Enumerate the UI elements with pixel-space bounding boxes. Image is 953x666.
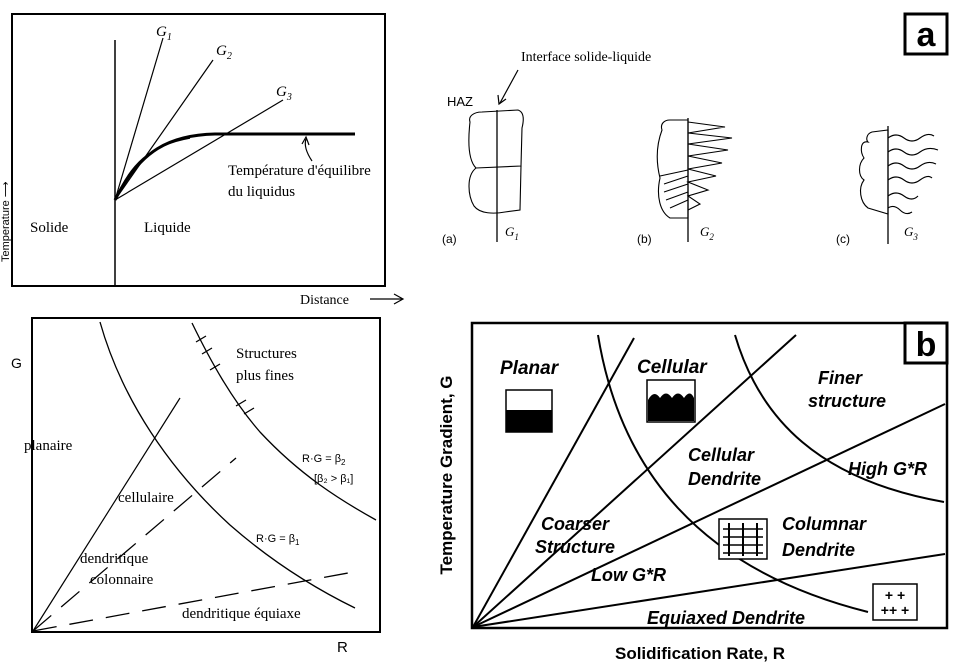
beta2-equation: R·G = β2	[302, 453, 346, 467]
planar-grain-bottom	[468, 165, 522, 214]
temperature-axis-label: Temperature ⟶	[0, 181, 12, 262]
liquide-label: Liquide	[144, 220, 191, 236]
dendrite-2	[887, 147, 939, 156]
svg-text:+ +: + +	[885, 587, 905, 603]
g-r-map-english: b Temperature Gradient, G Solidification…	[437, 321, 949, 663]
morph-g2-label: G2	[700, 224, 714, 242]
distance-axis-label: Distance	[300, 293, 349, 308]
dendritique-label-line2: colonnaire	[90, 572, 154, 588]
cellular-label: Cellular	[637, 357, 708, 378]
curve-low-gr	[597, 334, 869, 613]
distance-arrow-head	[393, 293, 405, 305]
columnar-dendrite-line2: Dendrite	[782, 540, 855, 560]
cellular-dendritic-boundary	[32, 457, 237, 632]
cellular-hatch	[663, 175, 689, 209]
french-map-frame	[31, 317, 381, 633]
planar-grain-top	[468, 109, 524, 169]
dendritic-grain-outline	[858, 129, 889, 215]
interface-label: Interface solide-liquide	[521, 50, 651, 65]
beta1-curve	[99, 321, 356, 609]
beta2-condition: [β₂ > β₁]	[314, 473, 353, 485]
cellular-spikes	[686, 121, 733, 211]
coarser-structure-line1: Coarser	[541, 514, 610, 534]
morph-b-label: (b)	[637, 232, 652, 246]
temperature-plot-frame	[11, 13, 386, 287]
cellular-icon	[646, 379, 696, 423]
morph-a-label: (a)	[442, 232, 457, 246]
english-map-frame	[470, 321, 949, 630]
cellular-dendrite-line2: Dendrite	[688, 469, 761, 489]
liquidus-label-line2: du liquidus	[228, 184, 295, 200]
equiaxe-label: dendritique équiaxe	[182, 606, 301, 622]
interface-pointer-head	[497, 94, 507, 106]
g1-label: G1	[156, 24, 172, 43]
panel-a-label: a	[917, 16, 937, 54]
liquidus-pointer-head	[301, 135, 310, 146]
coarser-structure-line2: Structure	[535, 537, 615, 557]
planaire-label: planaire	[24, 438, 73, 454]
dendrite-5	[887, 192, 919, 200]
dendrite-3	[887, 161, 937, 170]
g3-label: G3	[276, 84, 292, 103]
panel-a-badge	[903, 12, 949, 56]
interface-pointer	[499, 69, 519, 104]
haz-label: HAZ	[447, 94, 473, 109]
temperature-distance-diagram: G1 G2 G3 Température d'équilibre du liqu…	[0, 13, 405, 308]
dendrite-4	[887, 175, 933, 184]
structures-label-line1: Structures	[236, 346, 297, 362]
planar-label: Planar	[500, 358, 560, 379]
high-gr-label: High G*R	[848, 459, 927, 479]
beta2-curve	[191, 322, 377, 521]
solidification-rate-axis-label: Solidification Rate, R	[615, 644, 785, 663]
columnar-equiaxed-boundary	[32, 572, 349, 632]
interface-morphology-diagram: a Interface solide-liquide HAZ (a) G1 (b…	[442, 12, 949, 246]
planar-icon	[505, 389, 553, 433]
cellular-grain-divider	[659, 169, 689, 177]
temperature-gradient-axis-label: Temperature Gradient, G	[437, 375, 456, 574]
svg-text:++ +: ++ +	[881, 602, 909, 618]
liquidus-curve-inner	[114, 137, 191, 201]
morph-c-label: (c)	[836, 232, 850, 246]
gradient-line-g3	[114, 99, 284, 201]
equiaxed-icon: + + ++ +	[872, 583, 918, 621]
finer-structure-line1: Finer	[818, 368, 863, 388]
finer-structure-line2: structure	[808, 391, 886, 411]
french-r-axis-label: R	[337, 639, 348, 656]
morph-g1-label: G1	[505, 224, 519, 242]
line-high-gr	[472, 403, 946, 628]
g-r-map-french: G R Structures plus fines planaire cellu…	[11, 317, 381, 656]
liquidus-label-line1: Température d'équilibre	[228, 163, 371, 179]
morph-g3-label: G3	[904, 224, 918, 242]
planar-cellular-boundary	[32, 397, 181, 632]
solide-label: Solide	[30, 220, 69, 236]
columnar-dendrite-line1: Columnar	[782, 514, 867, 534]
gradient-line-g1	[114, 37, 164, 201]
curve-high-gr	[734, 334, 945, 503]
french-g-axis-label: G	[11, 355, 22, 371]
structures-label-line2: plus fines	[236, 368, 294, 384]
dendrite-1	[887, 133, 935, 142]
columnar-icon	[718, 518, 768, 560]
line-cellular	[472, 334, 797, 628]
panel-b-label: b	[916, 326, 937, 364]
beta2-ticks	[195, 335, 255, 415]
low-gr-label: Low G*R	[591, 565, 666, 585]
line-planar	[472, 337, 635, 628]
cellulaire-label: cellulaire	[118, 490, 174, 506]
cellular-grain-outline	[656, 119, 689, 219]
panel-b-badge	[903, 321, 949, 365]
g2-label: G2	[216, 43, 232, 62]
cellular-dendrite-line1: Cellular	[688, 445, 755, 465]
equiaxed-dendrite-label: Equiaxed Dendrite	[647, 608, 805, 628]
dendrite-6	[887, 205, 913, 215]
beta1-equation: R·G = β1	[256, 533, 300, 547]
line-columnar	[472, 553, 946, 628]
dendritique-label-line1: dendritique	[80, 551, 149, 567]
liquidus-pointer-arrow	[304, 138, 313, 162]
gradient-line-g2	[114, 59, 214, 201]
